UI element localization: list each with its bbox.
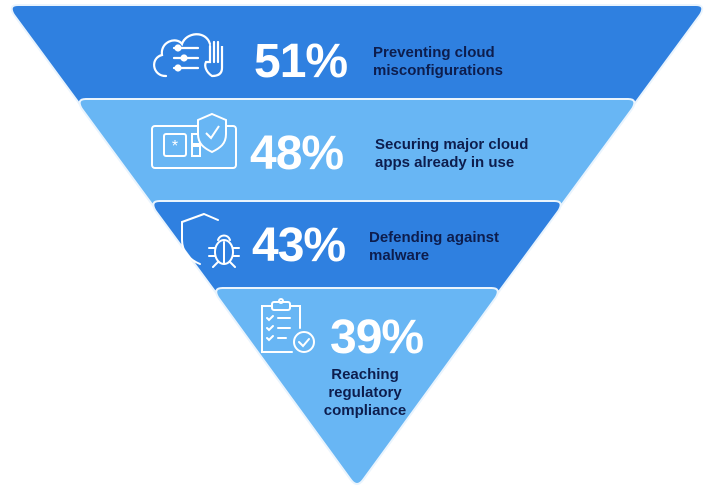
stage-3-label: Defending against malware xyxy=(369,229,499,265)
stage-2-label: Securing major cloud apps already in use xyxy=(375,136,528,172)
stage-4-percent: 39% xyxy=(330,311,424,364)
label-line: apps already in use xyxy=(375,154,515,171)
stage-3-percent: 43% xyxy=(252,219,346,272)
app-shield-check-icon: * xyxy=(151,112,237,169)
label-line: Reaching xyxy=(331,366,399,383)
label-line: regulatory xyxy=(328,384,402,401)
cloud-settings-hand-icon xyxy=(153,33,224,78)
label-line: Preventing cloud xyxy=(373,44,495,61)
stage-1-percent: 51% xyxy=(254,35,348,88)
shield-bug-icon xyxy=(181,213,240,268)
funnel-band-3 xyxy=(152,200,562,295)
label-line: Defending against xyxy=(369,229,500,246)
label-line: malware xyxy=(369,247,430,264)
label-line: Securing major cloud xyxy=(375,136,529,153)
stage-4-label: Reaching regulatory compliance xyxy=(300,366,430,420)
funnel-band-1 xyxy=(10,4,704,106)
stage-1-label: Preventing cloud misconfigurations xyxy=(373,44,503,80)
stage-2-percent: 48% xyxy=(250,127,344,180)
label-line: misconfigurations xyxy=(373,62,504,79)
svg-text:*: * xyxy=(172,138,178,155)
label-line: compliance xyxy=(323,402,407,419)
clipboard-check-icon xyxy=(261,298,315,353)
funnel-band-4 xyxy=(215,287,499,485)
